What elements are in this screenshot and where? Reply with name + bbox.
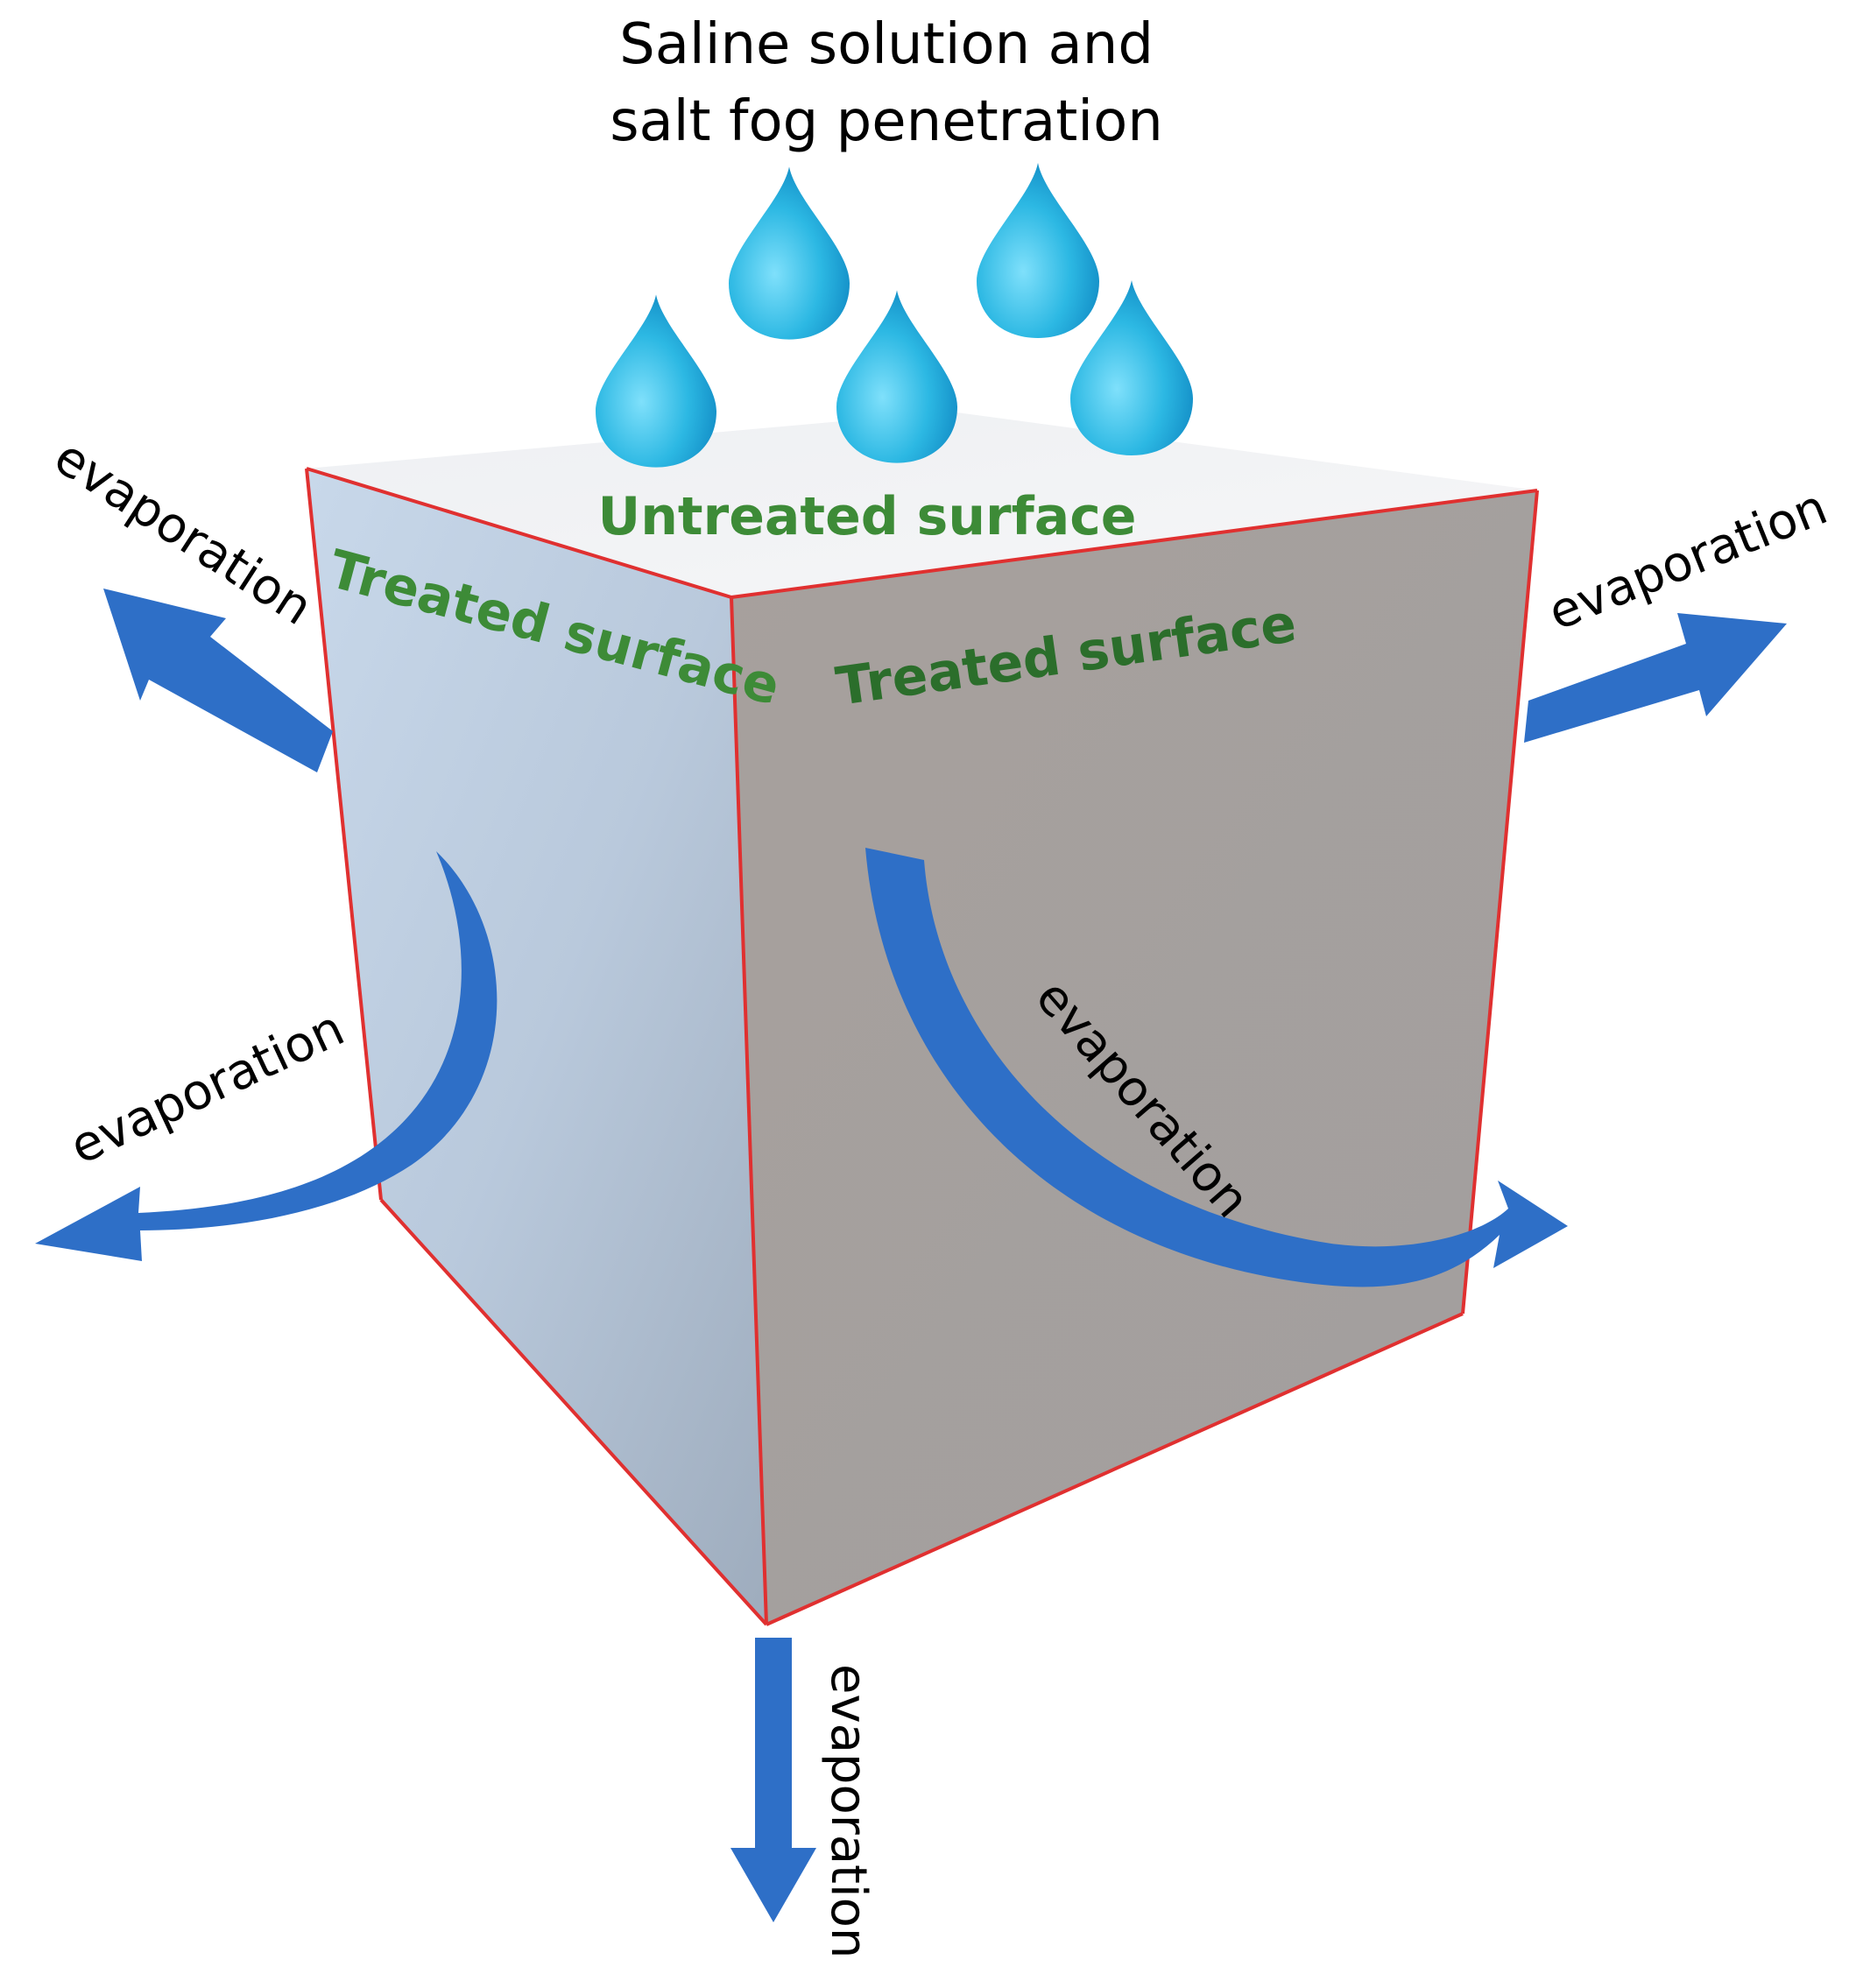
water-drop-icon <box>596 294 716 468</box>
water-drop-icon <box>836 290 957 463</box>
water-drop-icon <box>977 163 1099 338</box>
evaporation-label-middle-left: evaporation <box>61 1000 352 1176</box>
arrow-icon <box>865 848 1568 1287</box>
arrow-icon <box>730 1638 816 1922</box>
water-drop-icon <box>729 166 850 340</box>
cube-edges <box>305 467 1539 1626</box>
top-face-label: Untreated surface <box>598 486 1137 547</box>
cube-top-face <box>307 412 1537 597</box>
arrow-icon <box>35 851 498 1261</box>
arrow-icon <box>1524 613 1787 743</box>
cube-right-face <box>731 490 1537 1625</box>
water-drops <box>596 163 1193 468</box>
title-line-1: Saline solution and <box>619 12 1154 77</box>
arrow-icon <box>103 589 333 772</box>
evaporation-label-upper-left: evaporation <box>44 428 321 637</box>
cube-left-face <box>307 469 766 1625</box>
evaporation-arrows <box>35 589 1787 1922</box>
title-line-2: salt fog penetration <box>610 89 1163 154</box>
cube <box>305 412 1539 1626</box>
evaporation-label-bottom: evaporation <box>820 1664 877 1958</box>
